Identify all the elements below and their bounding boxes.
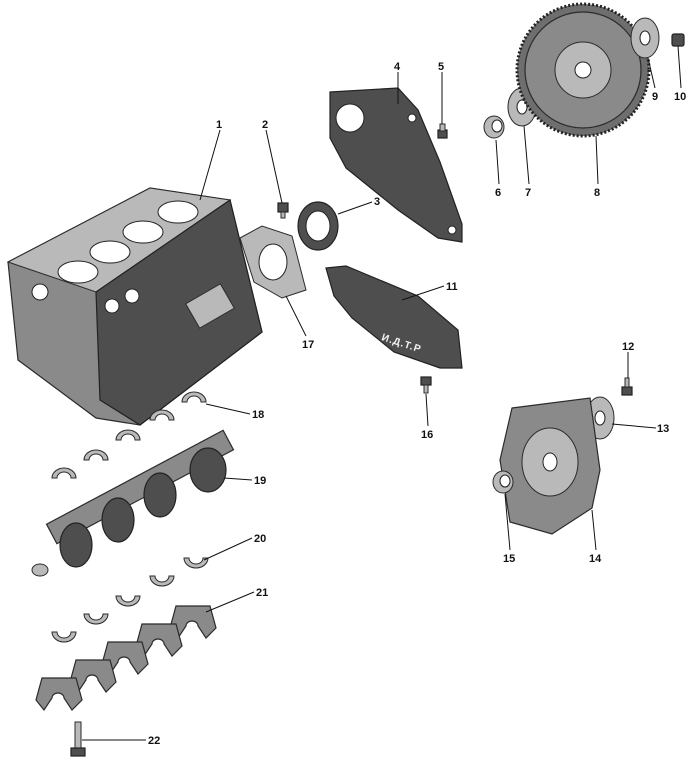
spacer-6 (483, 115, 505, 139)
flywheel (515, 2, 651, 138)
callout-4: 4 (394, 61, 401, 73)
callout-15: 15 (503, 553, 515, 565)
spacer-15 (492, 470, 514, 494)
callout-8: 8 (594, 187, 600, 199)
rear-cover-plate (329, 87, 463, 243)
callout-9: 9 (652, 91, 658, 103)
seal-holder (239, 225, 307, 299)
clutch-housing-cover: И.Д.Т.Р (325, 265, 463, 369)
callout-2: 2 (262, 119, 268, 131)
crankshaft (31, 429, 235, 577)
bolt-10 (671, 33, 685, 47)
leader-lines (82, 45, 682, 741)
callout-19: 19 (254, 475, 266, 487)
callout-6: 6 (495, 187, 501, 199)
callout-5: 5 (438, 61, 444, 73)
callout-20: 20 (254, 533, 266, 545)
callout-17: 17 (302, 339, 314, 351)
callout-18: 18 (252, 409, 264, 421)
callout-14: 14 (589, 553, 602, 565)
upper-bearing-shells (51, 391, 207, 479)
callout-labels: 1 2 3 4 5 6 7 8 9 10 11 12 13 14 15 16 1… (148, 61, 686, 747)
oil-seal (297, 201, 339, 251)
cylinder-block (6, 187, 263, 426)
bolt-12 (621, 377, 633, 396)
callout-7: 7 (525, 187, 531, 199)
lower-bearing-shells (51, 557, 209, 643)
callout-12: 12 (622, 341, 634, 353)
callout-1: 1 (216, 119, 222, 131)
callout-21: 21 (256, 587, 268, 599)
bolt-2 (277, 202, 289, 219)
drive-plate (499, 397, 601, 535)
callout-3: 3 (374, 196, 380, 208)
bolt-16 (420, 376, 432, 394)
callout-16: 16 (421, 429, 433, 441)
bearing-caps (35, 605, 217, 712)
callout-13: 13 (657, 423, 669, 435)
callout-22: 22 (148, 735, 160, 747)
callout-11: 11 (446, 281, 458, 293)
callout-10: 10 (674, 91, 686, 103)
washer-9 (630, 17, 660, 59)
cap-bolt (70, 721, 86, 757)
screw-5 (437, 123, 448, 139)
